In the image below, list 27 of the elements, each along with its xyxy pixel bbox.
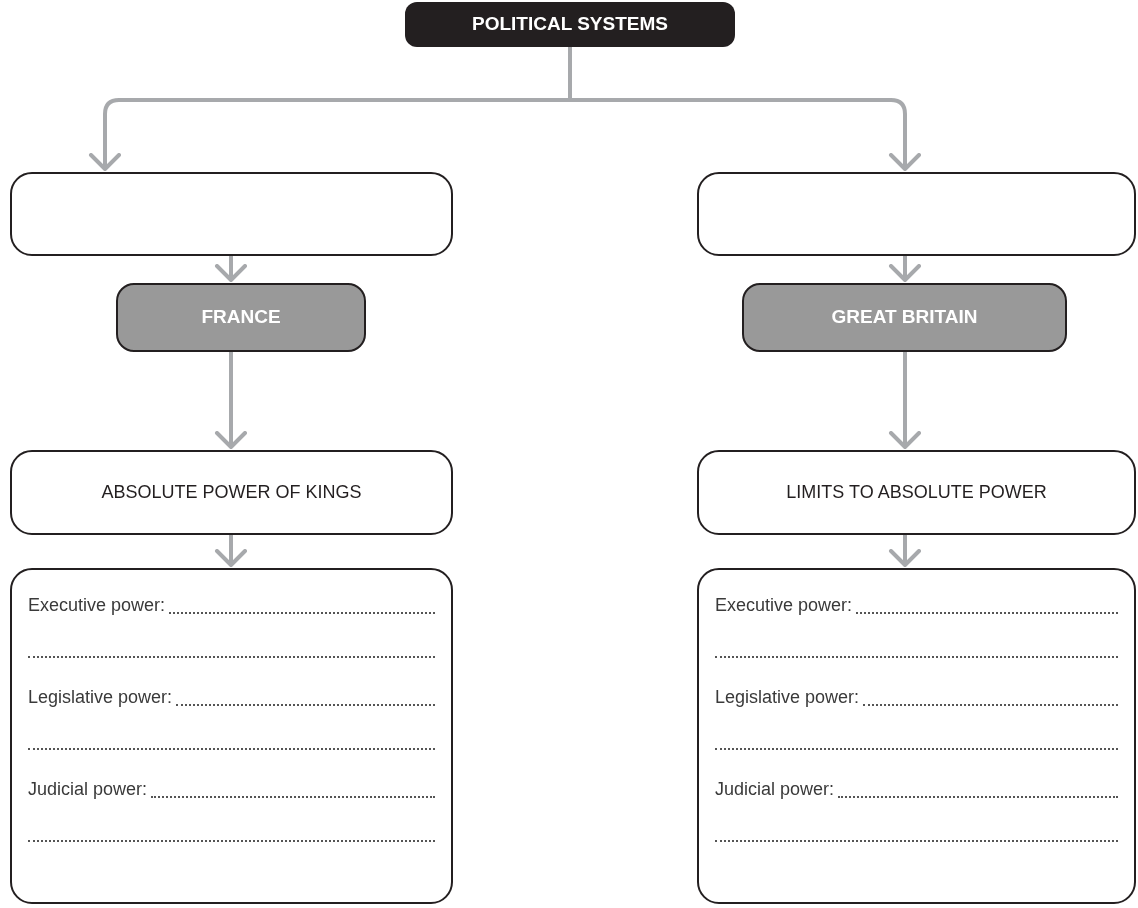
arrow [889,256,921,282]
field-label: Legislative power: [28,688,173,706]
arrow [889,535,921,567]
concept-box [697,450,1136,535]
node-label: LIMITS TO ABSOLUTE POWER [786,481,1047,504]
arrow [568,47,921,171]
arrow [215,256,247,282]
field-label: Executive power: [715,596,853,614]
node-label: ABSOLUTE POWER OF KINGS [101,481,362,504]
node-label: FRANCE [201,305,281,330]
arrow [215,352,247,449]
country-box [116,283,366,352]
concept-box [10,450,453,535]
field-label: Executive power: [28,596,166,614]
worksheet-box [697,568,1136,904]
worksheet-box [10,568,453,904]
field-label: Judicial power: [28,780,148,798]
arrow [215,535,247,567]
country-box [742,283,1067,352]
node-label: GREAT BRITAIN [831,305,978,330]
arrow [889,352,921,449]
node-label: POLITICAL SYSTEMS [472,12,668,37]
answer-box [10,172,453,256]
answer-box [697,172,1136,256]
title-box [405,2,735,47]
field-label: Legislative power: [715,688,860,706]
field-label: Judicial power: [715,780,835,798]
